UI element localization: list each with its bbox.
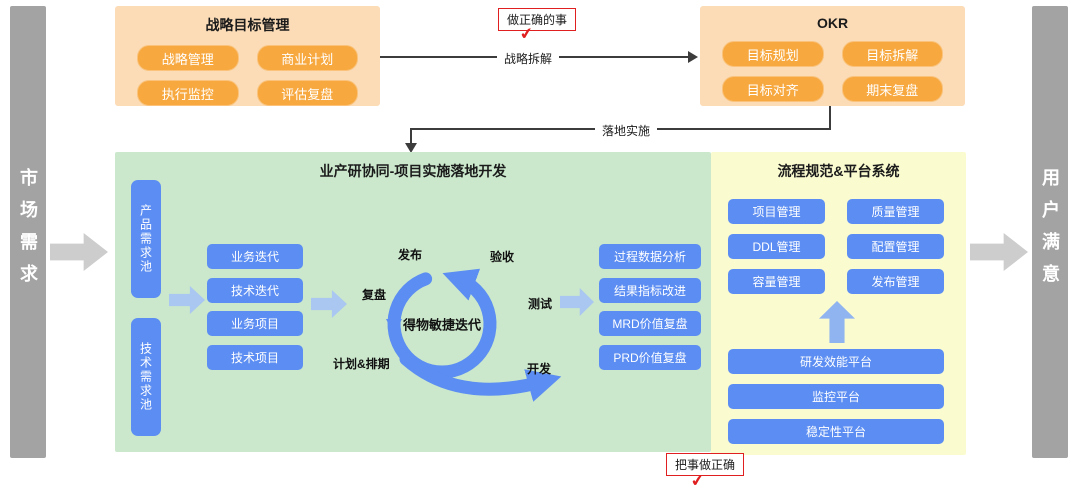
strategy-panel: 战略目标管理 战略管理 商业计划 执行监控 评估复盘 [115,6,380,106]
stage-development: 开发 [527,362,552,376]
strategy-split-label: 战略拆解 [497,49,560,68]
strategy-item-2: 执行监控 [137,80,239,106]
market-demand-bar: 市场需求 [10,6,46,458]
product-demand-pool: 产品需求池 [131,180,161,298]
review-prd-value: PRD价值复盘 [599,345,701,370]
okr-button-grid: 目标规划 目标拆解 目标对齐 期末复盘 [700,31,965,102]
do-things-right-tag: 把事做正确 [666,453,745,476]
review-process-data: 过程数据分析 [599,244,701,269]
module-capacity-mgmt: 容量管理 [728,269,825,294]
queue-business-iteration: 业务迭代 [207,244,303,269]
module-project-mgmt: 项目管理 [728,199,825,224]
do-right-thing-tag: 做正确的事 [498,8,577,31]
okr-item-1: 目标拆解 [841,41,943,67]
check-icon-bottom: ✔ [689,472,706,491]
platform-stability: 稳定性平台 [728,419,944,444]
review-metric-improve: 结果指标改进 [599,278,701,303]
platform-devops: 研发效能平台 [728,349,944,374]
okr-item-3: 期末复盘 [841,76,943,102]
stage-acceptance: 验收 [490,250,515,264]
module-config-mgmt: 配置管理 [847,234,944,259]
queue-tech-project: 技术项目 [207,345,303,370]
platform-panel-title: 流程规范&平台系统 [777,163,900,179]
check-icon: ✔ [518,25,535,44]
user-satisfaction-bar: 用户满意 [1032,6,1068,458]
dev-panel: 业产研协同-项目实施落地开发 产品需求池 技术需求池 业务迭代 技术迭代 业务项… [115,152,711,452]
agile-cycle-icon [386,268,562,402]
stage-planning: 计划&排期 [333,357,390,371]
agile-cycle-center-label: 得物敏捷迭代 [402,317,482,333]
queue-business-project: 业务项目 [207,311,303,336]
stage-retrospective: 复盘 [362,288,387,302]
module-release-mgmt: 发布管理 [847,269,944,294]
okr-panel-title: OKR [816,15,849,31]
landing-line-vertical-right [829,106,831,129]
okr-item-0: 目标规划 [722,41,824,67]
up-arrow-icon [819,301,855,343]
tech-demand-pool: 技术需求池 [131,318,161,436]
strategy-item-1: 商业计划 [256,45,358,71]
okr-panel: OKR 目标规划 目标拆解 目标对齐 期末复盘 [700,6,965,106]
landing-arrowhead-icon [405,143,417,153]
gray-arrow-left-icon [50,233,108,271]
blue-arrow-1-icon [169,286,205,314]
module-quality-mgmt: 质量管理 [847,199,944,224]
landing-line-vertical-left [410,130,412,144]
okr-item-2: 目标对齐 [722,76,824,102]
dev-panel-title: 业产研协同-项目实施落地开发 [319,163,507,179]
gray-arrow-right-icon [970,233,1028,271]
queue-tech-iteration: 技术迭代 [207,278,303,303]
platform-panel: 流程规范&平台系统 项目管理 质量管理 DDL管理 配置管理 容量管理 发布管理… [711,152,966,455]
review-mrd-value: MRD价值复盘 [599,311,701,336]
strategy-okr-arrowhead-icon [688,51,698,63]
stage-testing: 测试 [528,297,553,311]
strategy-panel-title: 战略目标管理 [205,17,290,33]
strategy-item-0: 战略管理 [137,45,239,71]
platform-monitoring: 监控平台 [728,384,944,409]
module-ddl-mgmt: DDL管理 [728,234,825,259]
stage-release: 发布 [398,248,423,262]
strategy-item-3: 评估复盘 [256,80,358,106]
landing-label: 落地实施 [595,121,658,140]
strategy-button-grid: 战略管理 商业计划 执行监控 评估复盘 [115,35,380,106]
